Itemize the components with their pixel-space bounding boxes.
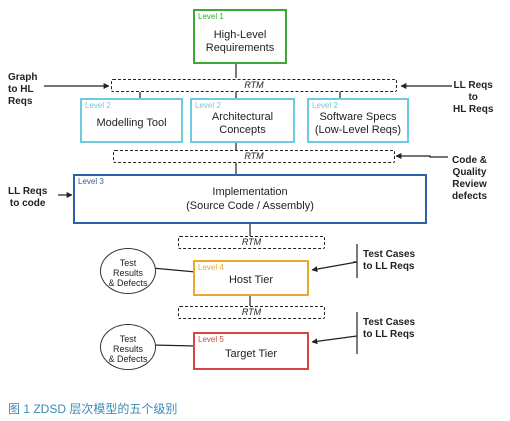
box-title-line1: Modelling Tool [96, 117, 167, 129]
side-line3: Reqs [8, 96, 33, 107]
side-line1: LL Reqs [453, 80, 493, 91]
level4-host-tier-box: Level 4 Host Tier [193, 260, 309, 296]
box-title-line2: Requirements [205, 42, 275, 54]
target-test-results-oval: Test Results & Defects [100, 324, 156, 370]
rtm-bar-1: RTM [111, 79, 397, 92]
level-label: Level 3 [78, 177, 104, 186]
oval-line2: Results [112, 344, 143, 354]
oval-line3: & Defects [108, 354, 148, 364]
link-target-results [151, 344, 197, 347]
oval-line2: Results [112, 268, 143, 278]
rtm-label: RTM [241, 307, 262, 317]
oval-line3: & Defects [108, 278, 148, 288]
box-title-line2: (Source Code / Assembly) [186, 200, 314, 212]
level2-architectural-concepts-box: Level 2 Architectural Concepts [190, 98, 295, 143]
side-line2: Quality [452, 167, 487, 178]
box-title-line1: Target Tier [225, 348, 277, 360]
label-test-cases-to-ll-reqs-1: Test Cases to LL Reqs [363, 249, 415, 273]
side-line2: to LL Reqs [363, 261, 415, 272]
label-ll-reqs-to-code: LL Reqs to code [8, 186, 47, 210]
side-line1: Test Cases [363, 249, 416, 260]
link-host-results [151, 267, 197, 273]
side-line1: LL Reqs [8, 186, 48, 197]
oval-line1: Test [119, 334, 137, 344]
figure-caption: 图 1 ZDSD 层次模型的五个级别 [8, 402, 178, 416]
label-ll-reqs-to-hl-reqs: LL Reqs to HL Reqs [453, 80, 493, 116]
rtm-label: RTM [244, 151, 264, 161]
side-line1: Graph [8, 72, 38, 83]
side-line2: to [468, 92, 478, 103]
level5-target-tier-box: Level 5 Target Tier [193, 332, 309, 370]
rtm-bar-4: RTM [178, 306, 325, 319]
box-title-line2: (Low-Level Reqs) [314, 124, 402, 136]
side-line1: Code & [452, 155, 487, 166]
level-label: Level 2 [85, 101, 111, 110]
box-title-line1: Host Tier [228, 274, 273, 286]
side-line3: Review [452, 179, 487, 190]
rtm-label: RTM [241, 237, 262, 247]
level-label: Level 5 [198, 335, 224, 344]
rtm-bar-2: RTM [113, 150, 395, 163]
level-label: Level 4 [198, 263, 224, 272]
side-line3: HL Reqs [453, 104, 494, 115]
host-test-results-oval: Test Results & Defects [100, 248, 156, 294]
rtm-bar-3: RTM [178, 236, 325, 249]
level3-implementation-box: Level 3 Implementation (Source Code / As… [73, 174, 427, 224]
level-label: Level 1 [198, 12, 224, 21]
box-title-line2: Concepts [219, 124, 266, 136]
side-line1: Test Cases [363, 317, 416, 328]
arrow-review-to-rtm2 [395, 153, 448, 159]
oval-line1: Test [119, 258, 137, 268]
level-label: Level 2 [195, 101, 221, 110]
box-title-line1: Implementation [212, 186, 288, 198]
level1-hl-requirements-box: Level 1 High-Level Requirements [193, 9, 287, 64]
level2-software-specs-box: Level 2 Software Specs (Low-Level Reqs) [307, 98, 409, 143]
level2-modelling-tool-box: Level 2 Modelling Tool [80, 98, 183, 143]
rtm-label: RTM [244, 80, 264, 90]
label-code-quality-review-defects: Code & Quality Review defects [452, 155, 487, 203]
side-line2: to HL [8, 84, 34, 95]
bracket-test-cases-1 [353, 244, 358, 278]
arrow-test2 [311, 335, 358, 345]
side-line2: to code [9, 198, 46, 209]
label-graph-to-hl-reqs: Graph to HL Reqs [8, 72, 37, 108]
label-test-cases-to-ll-reqs-2: Test Cases to LL Reqs [363, 317, 415, 341]
box-title-line1: High-Level [213, 29, 267, 41]
box-title-line1: Software Specs [319, 111, 397, 123]
box-title-line1: Architectural [211, 111, 274, 123]
side-line4: defects [452, 191, 488, 202]
arrow-test1 [311, 261, 358, 273]
level-label: Level 2 [312, 101, 338, 110]
side-line2: to LL Reqs [363, 329, 415, 340]
